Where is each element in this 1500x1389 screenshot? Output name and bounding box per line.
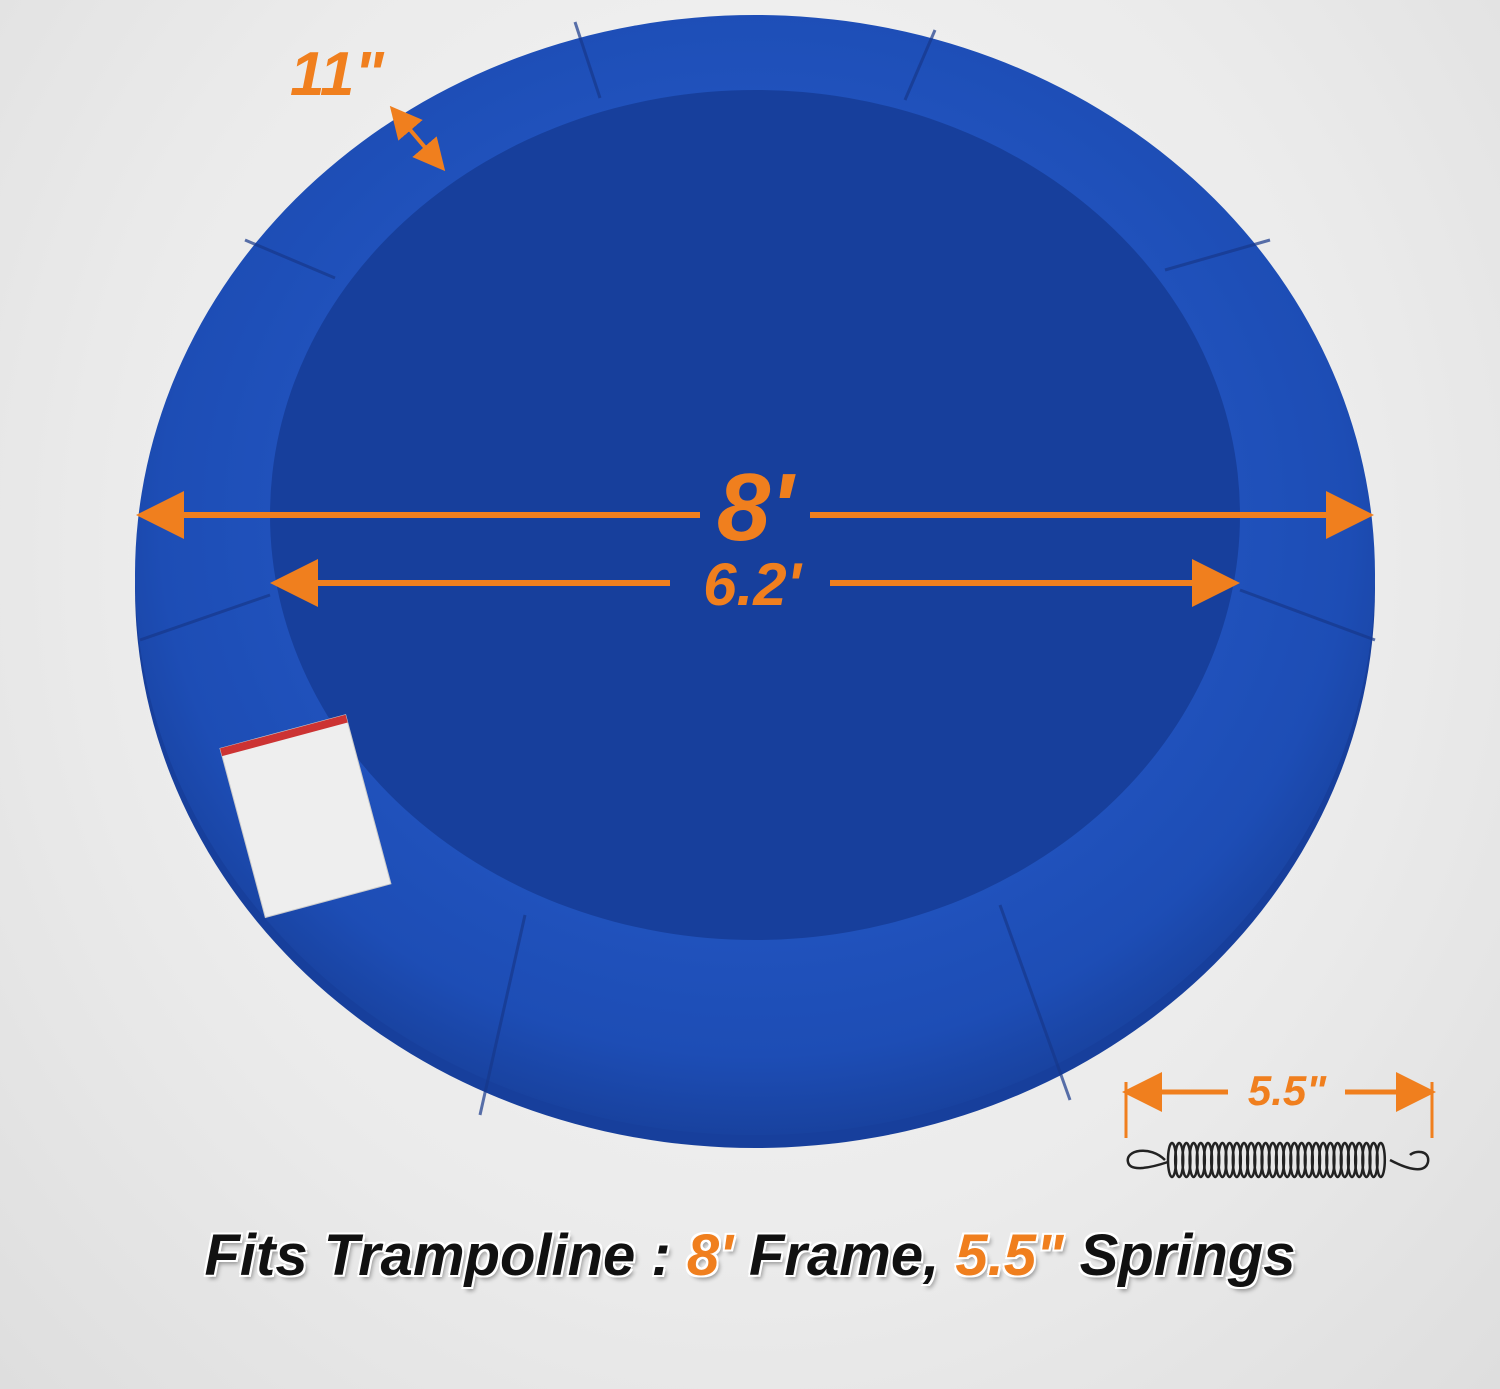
outer-diameter-label: 8' [717,454,796,561]
pad-width-label: 11" [290,40,385,109]
caption-frame-value: 8' [686,1223,733,1288]
caption-frame-text: Frame, [732,1223,956,1288]
warning-label [219,714,392,919]
spring-coil [1375,1141,1387,1179]
spring-length-label: 5.5" [1248,1067,1327,1114]
spring-icon [1126,1141,1430,1179]
trampoline-pad [135,15,1376,1148]
caption-prefix: Fits Trampoline : [204,1223,687,1288]
caption-spring-value: 5.5" [955,1223,1064,1288]
caption-spring-text: Springs [1063,1223,1296,1288]
dimension-arrows [136,105,1436,1138]
fit-caption: Fits Trampoline : 8' Frame, 5.5" Springs [0,1222,1500,1289]
inner-diameter-label: 6.2' [703,551,802,618]
